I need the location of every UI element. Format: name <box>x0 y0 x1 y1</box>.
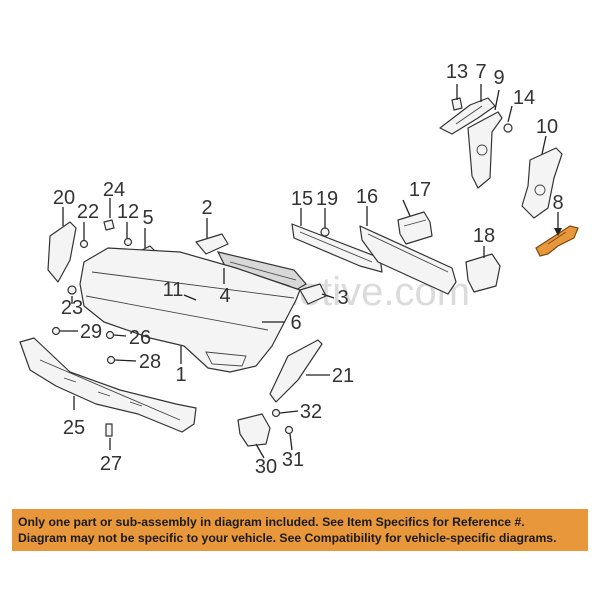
part-9-bracket <box>467 111 503 189</box>
callout-7: 7 <box>475 61 486 83</box>
callout-32: 32 <box>300 401 322 423</box>
callout-labels: 13 7 9 14 10 8 20 24 22 12 5 2 15 19 16 … <box>53 61 564 478</box>
callout-11: 11 <box>163 279 184 301</box>
callout-25: 25 <box>63 417 85 439</box>
callout-6: 6 <box>290 312 301 334</box>
part-21-molding <box>269 339 323 403</box>
disclaimer-line-1: Only one part or sub-assembly in diagram… <box>18 515 525 529</box>
callout-10: 10 <box>536 116 558 138</box>
callout-1: 1 <box>175 364 186 386</box>
callout-17: 17 <box>409 179 431 201</box>
part-16-reinforcement <box>359 225 457 295</box>
callout-5: 5 <box>142 207 153 229</box>
part-14-clip <box>503 123 513 133</box>
disclaimer-line-2: Diagram may not be specific to your vehi… <box>18 531 557 545</box>
callout-4: 4 <box>219 285 230 307</box>
part-23-clip <box>67 285 77 295</box>
part-25-lower-valance <box>19 337 197 433</box>
callout-18: 18 <box>473 225 495 247</box>
callout-28: 28 <box>139 351 161 373</box>
callout-8: 8 <box>552 192 563 214</box>
callout-29: 29 <box>80 321 102 343</box>
callout-20: 20 <box>53 187 75 209</box>
part-17-bracket <box>397 211 433 245</box>
part-28-clip <box>106 355 116 365</box>
part-31-bolt <box>284 425 294 435</box>
part-20-bracket <box>47 221 77 283</box>
part-30-bracket <box>237 413 271 447</box>
callout-19: 19 <box>316 188 338 210</box>
disclaimer-banner: Only one part or sub-assembly in diagram… <box>12 509 588 551</box>
callout-24: 24 <box>103 179 125 201</box>
callout-30: 30 <box>255 456 277 478</box>
part-22-clip <box>79 239 89 249</box>
part-26-bolt <box>105 330 115 340</box>
part-19-clip <box>320 227 330 237</box>
part-27-bolt <box>105 423 113 437</box>
callout-13: 13 <box>446 61 468 83</box>
part-1-bumper-cover <box>79 247 301 373</box>
callout-8-arrowhead <box>554 228 562 236</box>
callout-2: 2 <box>201 197 212 219</box>
part-32-bolt <box>271 408 281 418</box>
callout-12: 12 <box>117 201 139 223</box>
callout-21: 21 <box>332 365 354 387</box>
part-15-absorber <box>291 223 383 273</box>
callout-15: 15 <box>291 188 313 210</box>
part-29-bolt <box>51 326 61 336</box>
callout-26: 26 <box>129 327 151 349</box>
callout-3: 3 <box>337 287 348 309</box>
callout-31: 31 <box>282 449 304 471</box>
part-18-bracket <box>465 253 501 293</box>
part-10-bracket <box>521 147 563 219</box>
part-8-bracket-highlighted <box>535 225 579 257</box>
part-2-bracket <box>195 233 229 255</box>
callout-27: 27 <box>100 453 122 475</box>
callout-22: 22 <box>77 201 99 223</box>
part-24-clip <box>103 219 115 231</box>
part-7-bracket <box>439 97 496 135</box>
callout-23: 23 <box>61 297 83 319</box>
callout-9: 9 <box>493 67 504 89</box>
callout-14: 14 <box>513 87 535 109</box>
part-12-clip <box>123 237 133 247</box>
callout-lines <box>60 84 559 459</box>
callout-16: 16 <box>356 186 378 208</box>
